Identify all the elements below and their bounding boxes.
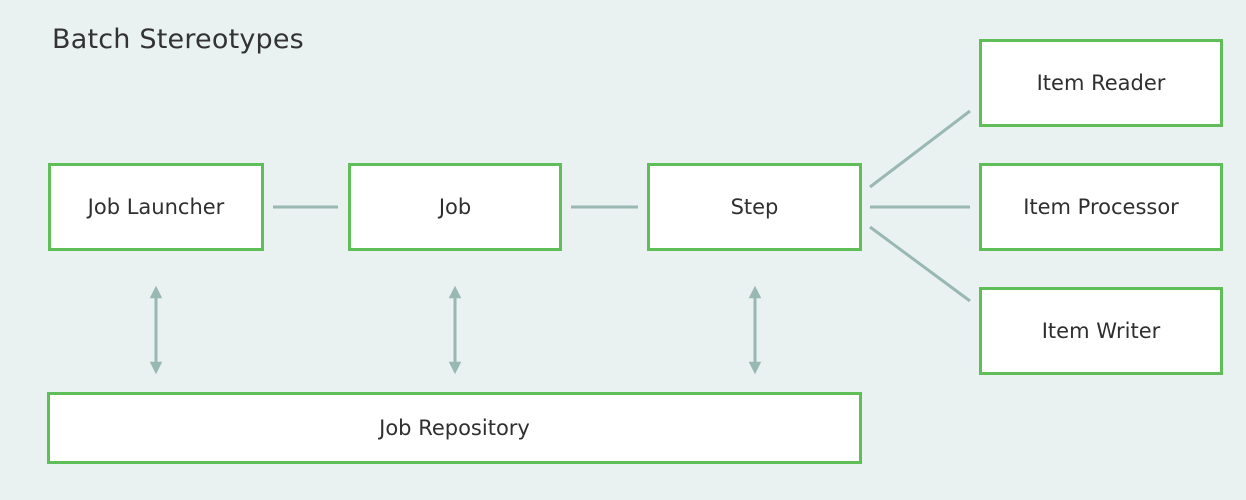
edge-step-reader — [869, 109, 971, 189]
diagram-title: Batch Stereotypes — [52, 24, 304, 55]
node-item-reader: Item Reader — [979, 39, 1223, 127]
node-job-launcher: Job Launcher — [48, 163, 264, 251]
node-step: Step — [647, 163, 862, 251]
node-job: Job — [348, 163, 562, 251]
edge-step-writer — [869, 225, 971, 303]
node-item-writer: Item Writer — [979, 287, 1223, 375]
node-item-processor: Item Processor — [979, 163, 1223, 251]
node-job-repository: Job Repository — [47, 392, 862, 464]
